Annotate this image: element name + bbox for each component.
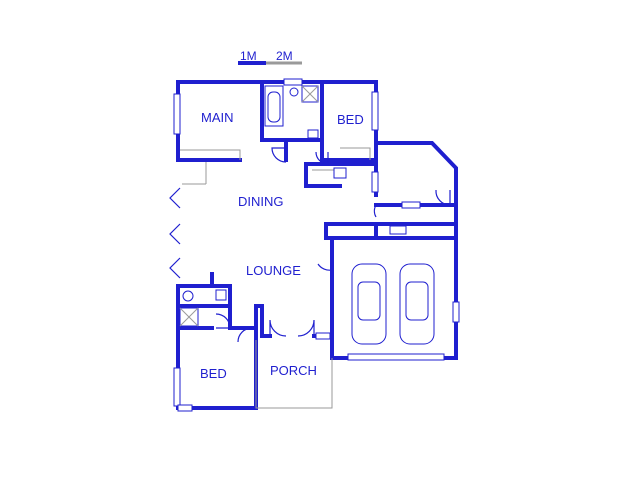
toilet-2: [182, 290, 194, 302]
window-porch: [315, 332, 331, 340]
basin-2: [215, 289, 227, 301]
window-garage: [452, 301, 460, 323]
door-entrance-right: [297, 319, 315, 337]
basin: [307, 129, 319, 139]
room-label-dining: DINING: [238, 194, 284, 209]
door-kitchen: [373, 204, 377, 218]
door-bed2: [237, 327, 253, 343]
sliding-door-2: [169, 223, 181, 245]
stove: [333, 167, 347, 179]
door-bed: [315, 151, 329, 165]
fixtures: [179, 85, 407, 327]
door-entrance-left: [269, 319, 287, 337]
car-left-roof: [357, 281, 381, 321]
scale-label-1m: 1M: [240, 49, 257, 63]
car-right-roof: [405, 281, 429, 321]
scale-label-2m: 2M: [276, 49, 293, 63]
bathtub-inner: [267, 91, 281, 123]
room-label-lounge: LOUNGE: [246, 263, 301, 278]
garage-door: [347, 353, 445, 361]
sliding-doors: [169, 187, 181, 279]
shower-2-diag-2: [179, 307, 199, 327]
window-kitchen: [371, 171, 379, 193]
room-label-bed-bottom: BED: [200, 366, 227, 381]
door-corridor: [435, 189, 451, 206]
porch-outline: [255, 340, 333, 409]
shower-diag-2: [301, 85, 319, 103]
room-labels: MAIN BED DINING LOUNGE BED PORCH: [200, 110, 364, 381]
window-bed2-bottom: [177, 404, 193, 412]
doors: [215, 147, 451, 343]
sliding-door-3: [169, 257, 181, 279]
room-label-porch: PORCH: [270, 363, 317, 378]
main-closet-line: [180, 149, 241, 160]
room-label-main: MAIN: [201, 110, 234, 125]
sliding-door-1: [169, 187, 181, 209]
thin-lines: [180, 147, 371, 409]
window-corridor: [401, 201, 421, 209]
walls: [176, 80, 458, 410]
scale-bar: 1M 2M: [238, 49, 302, 65]
window-bath: [283, 78, 303, 86]
window-main: [173, 93, 181, 135]
window-bed2: [173, 367, 181, 407]
kitchen-sink: [389, 225, 407, 235]
window-bed: [371, 91, 379, 131]
toilet: [289, 87, 299, 97]
door-garage: [317, 256, 333, 271]
door-bath: [271, 147, 287, 163]
door-bath2: [215, 313, 231, 329]
garage-cars: [351, 263, 435, 345]
bed-closet-line: [340, 147, 371, 160]
windows: [173, 78, 460, 412]
room-label-bed-top: BED: [337, 112, 364, 127]
wall-top: [176, 80, 378, 197]
